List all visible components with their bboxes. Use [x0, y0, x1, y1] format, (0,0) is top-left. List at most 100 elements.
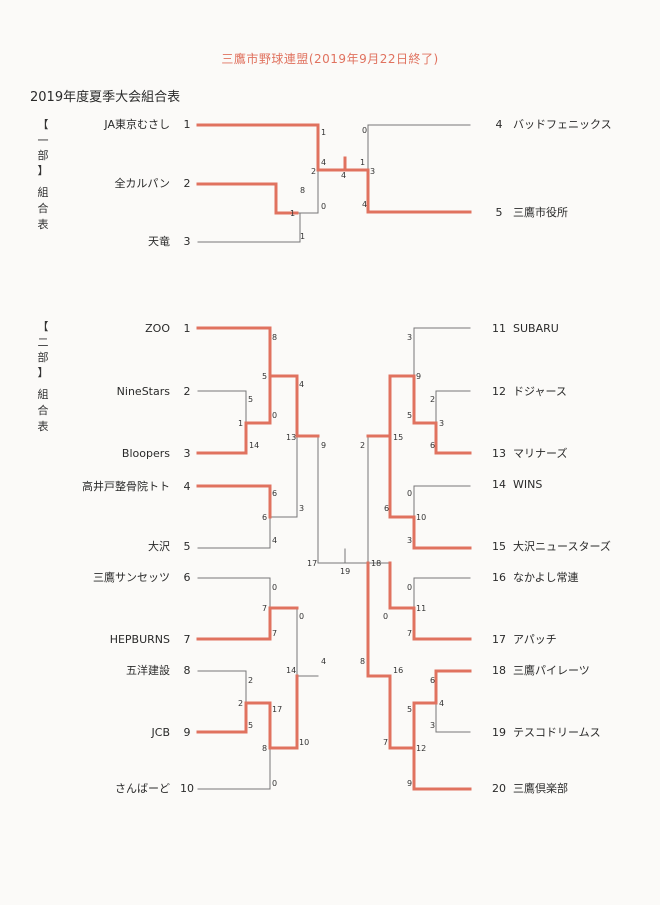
- score-label: 0: [272, 411, 277, 420]
- bracket-line: [413, 327, 471, 377]
- division2-scores-left: 8 5 4 5 0 1 14 13 9 6 6 3 4 17 19 18 0 7…: [238, 333, 381, 788]
- team-name: 三鷹市役所: [513, 206, 568, 219]
- team-seed: 2: [183, 385, 191, 398]
- score-label: 3: [407, 536, 412, 545]
- score-label: 10: [416, 513, 426, 522]
- bracket-line-winner: [196, 326, 299, 378]
- bracket-line: [197, 390, 247, 424]
- score-label: 18: [371, 559, 381, 568]
- team-name: JCB: [151, 726, 170, 739]
- bracket-line-winner: [388, 434, 472, 550]
- team-seed: 14: [492, 478, 506, 491]
- division2-label-char: 合: [37, 404, 49, 417]
- bracket-line: [317, 435, 346, 564]
- score-label: 17: [272, 705, 282, 714]
- page-title: 三鷹市野球連盟(2019年9月22日終了): [221, 52, 439, 66]
- team-seed: 10: [180, 782, 194, 795]
- team-seed: 6: [183, 571, 191, 584]
- team-name: WINS: [513, 478, 543, 491]
- team-seed: 8: [183, 664, 191, 677]
- score-label: 19: [340, 567, 350, 576]
- bracket-line: [367, 124, 471, 171]
- division1-label-char: 一: [37, 134, 49, 147]
- score-label: 8: [272, 333, 277, 342]
- division2-red-lines-left: [196, 326, 320, 750]
- division2-label-char: 【: [37, 320, 49, 333]
- bracket-line: [197, 212, 301, 243]
- score-label: 5: [407, 411, 412, 420]
- bracket-line-winner: [366, 561, 472, 750]
- score-label: 2: [360, 441, 365, 450]
- team-name: 三鷹倶楽部: [513, 782, 568, 795]
- team-seed: 15: [492, 540, 506, 553]
- bracket-line-winner: [196, 182, 299, 215]
- team-name: HEPBURNS: [109, 633, 170, 646]
- team-name: 大沢: [148, 540, 170, 553]
- team-name: SUBARU: [513, 322, 559, 335]
- score-label: 6: [430, 676, 435, 685]
- bracket-line-winner: [388, 561, 472, 641]
- bracket-line-winner: [366, 374, 416, 438]
- score-label: 7: [262, 604, 267, 613]
- bracket-line: [367, 562, 391, 609]
- bracket-line: [296, 169, 319, 214]
- score-label: 5: [407, 705, 412, 714]
- team-seed: 3: [183, 447, 191, 460]
- score-label: 17: [307, 559, 317, 568]
- bracket-line-winner: [196, 484, 272, 519]
- score-label: 1: [300, 232, 305, 241]
- team-name: バッドフェニックス: [513, 118, 612, 131]
- division2-label-char: 表: [37, 420, 49, 433]
- team-name: ドジャース: [513, 385, 567, 398]
- team-seed: 1: [183, 118, 191, 131]
- score-label: 5: [248, 721, 253, 730]
- score-label: 2: [311, 167, 316, 176]
- team-name: さんばーど: [115, 782, 170, 795]
- bracket-subtitle: 2019年度夏季大会組合表: [30, 90, 181, 105]
- score-label: 0: [299, 612, 304, 621]
- bracket-line-winner: [196, 606, 299, 641]
- score-label: 15: [393, 433, 403, 442]
- score-label: 4: [362, 200, 367, 209]
- team-name: 三鷹パイレーツ: [513, 664, 590, 677]
- score-label: 10: [299, 738, 309, 747]
- team-name: 天竜: [148, 235, 170, 248]
- team-seed: 11: [492, 322, 506, 335]
- division1-label-char: 組: [37, 186, 49, 199]
- score-label: 6: [430, 441, 435, 450]
- team-seed: 5: [495, 206, 503, 219]
- team-name: Bloopers: [121, 447, 170, 460]
- division2-label-char: 組: [37, 388, 49, 401]
- team-seed: 16: [492, 571, 506, 584]
- score-label: 8: [262, 744, 267, 753]
- team-name: アパッチ: [513, 633, 557, 646]
- bracket-line-winner: [196, 123, 370, 172]
- score-label: 6: [384, 504, 389, 513]
- team-name: テスコドリームス: [513, 726, 601, 739]
- team-seed: 5: [183, 540, 191, 553]
- score-label: 14: [286, 666, 296, 675]
- score-label: 8: [300, 186, 305, 195]
- score-label: 6: [262, 513, 267, 522]
- score-label: 5: [248, 395, 253, 404]
- team-name: 五洋建設: [126, 664, 170, 677]
- score-label: 5: [262, 372, 267, 381]
- score-label: 3: [370, 167, 375, 176]
- score-label: 3: [430, 721, 435, 730]
- team-seed: 4: [495, 118, 503, 131]
- score-label: 1: [290, 209, 295, 218]
- bracket-line: [197, 577, 271, 609]
- score-label: 0: [321, 202, 326, 211]
- bracket-line-winner: [366, 168, 472, 214]
- team-name: JA東京むさし: [104, 118, 170, 131]
- bracket-line-winner: [196, 674, 299, 750]
- team-name: マリナーズ: [513, 447, 568, 460]
- score-label: 0: [272, 583, 277, 592]
- division2-label-char: 】: [37, 366, 49, 379]
- score-label: 9: [321, 441, 326, 450]
- score-label: 4: [299, 380, 304, 389]
- team-seed: 9: [183, 726, 191, 739]
- score-label: 1: [360, 158, 365, 167]
- score-label: 1: [321, 128, 326, 137]
- score-label: 6: [272, 489, 277, 498]
